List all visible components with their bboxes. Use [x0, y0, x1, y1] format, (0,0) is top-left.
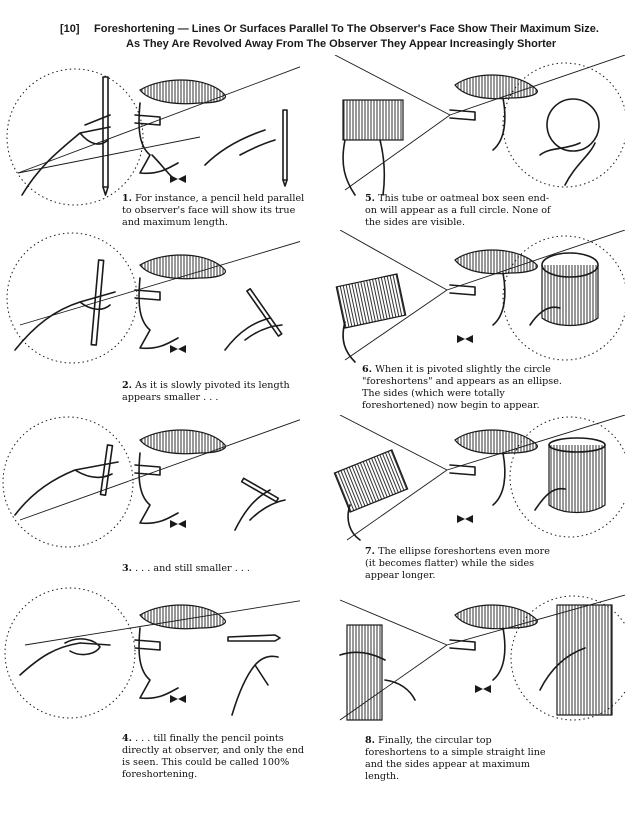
panel-6: [325, 230, 625, 415]
tube-in-hand-icon: [339, 594, 625, 721]
pencil-in-hand-icon: [2, 416, 300, 548]
page-title-line-1: Foreshortening — Lines Or Surfaces Paral…: [94, 23, 599, 35]
panel-2: [0, 230, 300, 415]
caption-4: 4. . . . till finally the pencil points …: [122, 733, 305, 780]
caption-1: 1. For instance, a pencil held parallel …: [122, 193, 305, 228]
tube-in-hand-icon: [335, 230, 625, 363]
caption-6: 6. When it is pivoted slightly the circl…: [362, 364, 562, 411]
panel-8: [325, 590, 625, 775]
caption-8: 8. Finally, the circular top foreshorten…: [365, 735, 546, 782]
pencil-in-hand-icon: [4, 587, 300, 719]
pencil-in-hand-icon: [6, 66, 300, 206]
page-title-line-2: As They Are Revolved Away From The Obser…: [126, 38, 557, 50]
panel-7: [325, 415, 625, 600]
panel-3: [0, 410, 300, 595]
tube-in-hand-icon: [334, 55, 625, 196]
page-number: [10]: [60, 23, 80, 35]
panel-5: [325, 55, 625, 240]
caption-5: 5. This tube or oatmeal box seen end-on …: [365, 193, 551, 228]
tube-in-hand-icon: [333, 415, 625, 541]
caption-3: 3. . . . and still smaller . . .: [122, 563, 250, 574]
caption-2: 2. As it is slowly pivoted its length ap…: [122, 380, 290, 403]
panel-4: [0, 585, 300, 770]
pencil-in-hand-icon: [6, 232, 300, 364]
caption-7: 7. The ellipse foreshortens even more (i…: [365, 546, 550, 581]
panel-1: [0, 55, 300, 240]
